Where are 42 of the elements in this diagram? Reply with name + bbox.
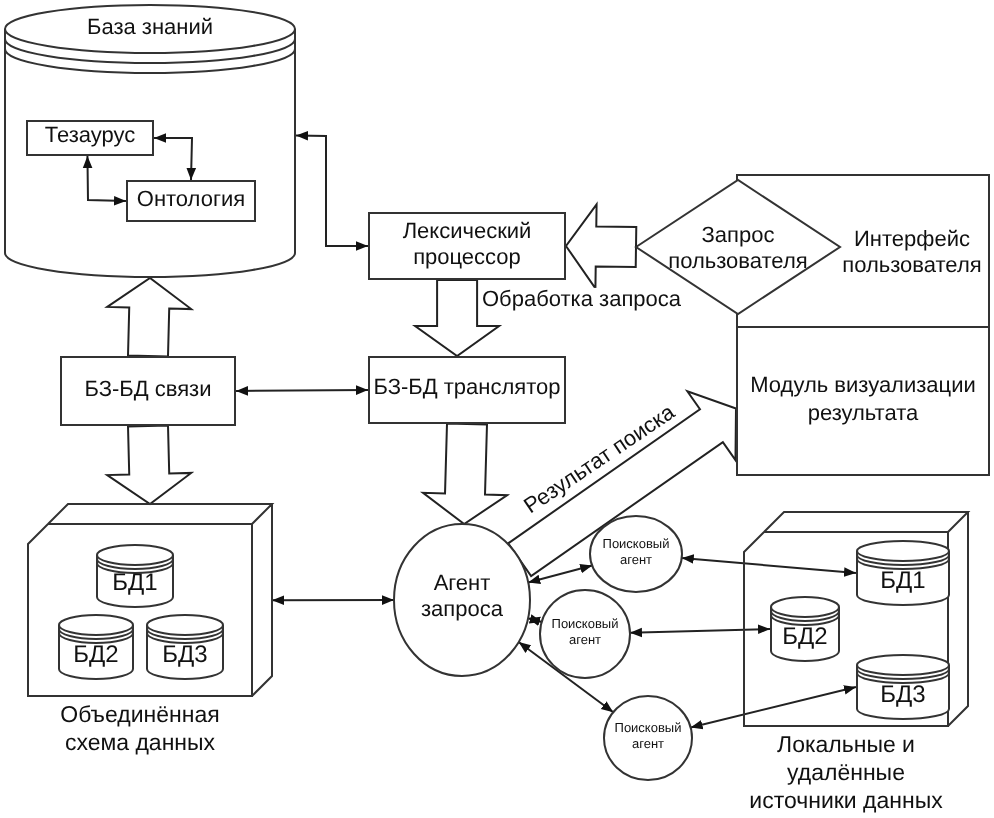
container-caption: Объединённая схема данных	[58, 704, 222, 760]
block-arrow	[104, 276, 195, 358]
process-box	[60, 356, 236, 426]
database-label: БД3	[160, 639, 210, 668]
process-box	[126, 180, 256, 222]
arrow	[295, 130, 369, 251]
arrow	[82, 155, 127, 206]
panel-label: Интерфейс пользователя	[840, 228, 984, 281]
box-label: Лексический процессор	[400, 219, 534, 273]
arrow	[517, 641, 615, 714]
arrow	[235, 385, 369, 396]
block-arrow	[564, 201, 638, 292]
arrow	[629, 624, 771, 638]
edge-label: Обработка запроса	[480, 287, 684, 313]
box-label: БЗ-БД транслятор	[373, 376, 561, 404]
arrow	[689, 685, 857, 730]
block-arrow	[411, 279, 503, 358]
arrow	[153, 133, 197, 181]
box-label: Тезаурус	[44, 124, 136, 152]
process-box	[368, 212, 566, 280]
database-label: БД2	[780, 621, 830, 650]
process-box	[736, 326, 990, 476]
block-arrow	[506, 389, 737, 578]
arrow	[527, 564, 594, 585]
box-label: БЗ-БД связи	[84, 377, 212, 405]
arrow	[527, 614, 543, 627]
arrow	[271, 595, 395, 605]
database-label: База знаний	[84, 16, 216, 43]
container-caption: Локальные и удалённые источники данных	[747, 734, 945, 817]
database-label: БД3	[878, 679, 928, 708]
database-label: БД1	[878, 565, 928, 594]
diamond-label: Запрос пользователя	[666, 224, 810, 277]
database-label: БД1	[110, 568, 160, 597]
process-box	[368, 356, 566, 424]
agent-label: Агент запроса	[419, 572, 505, 625]
process-box	[26, 120, 154, 156]
box-label: Онтология	[136, 187, 246, 215]
block-arrow	[419, 422, 511, 526]
database-label: БД2	[71, 639, 121, 668]
arrow	[680, 554, 857, 577]
box-label: Модуль визуализации результата	[748, 374, 978, 428]
block-arrow	[104, 424, 195, 506]
